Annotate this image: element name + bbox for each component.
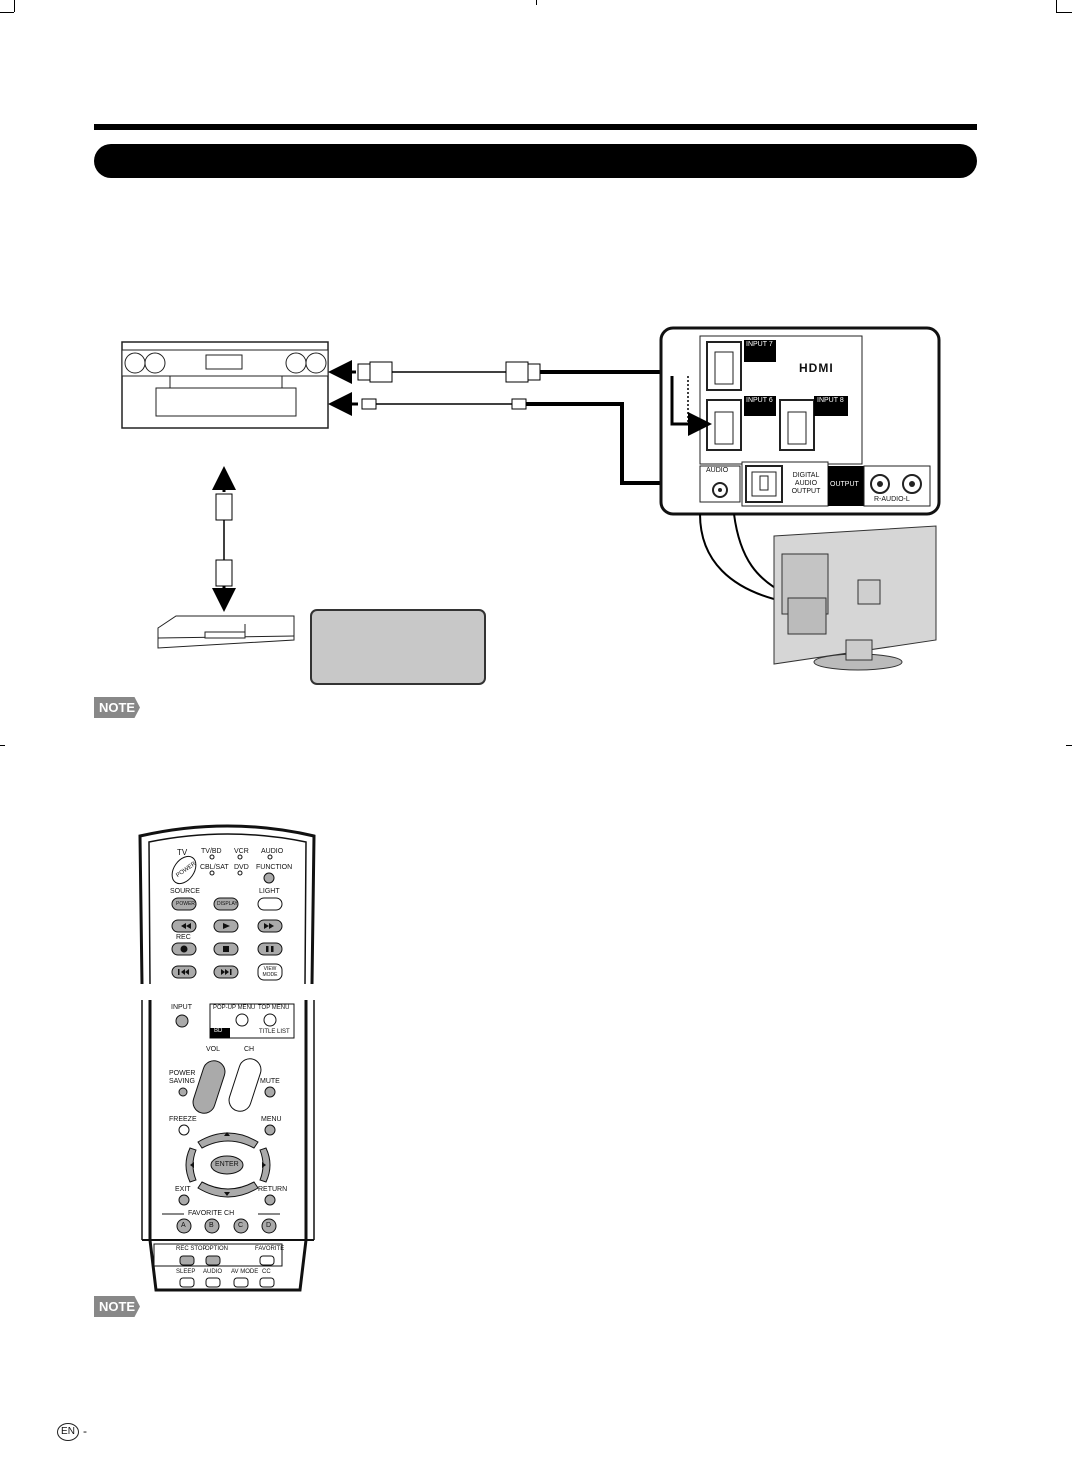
tvbd-label: TV/BD (201, 848, 222, 855)
power-saving-label: POWER SAVING (169, 1070, 196, 1085)
popup-menu-label: POP-UP MENU (213, 1005, 256, 1011)
fav-b-button[interactable]: B (209, 1222, 214, 1229)
hdmi-cable-upper (328, 356, 714, 388)
input6-label: INPUT 6 (746, 397, 773, 404)
function-label: FUNCTION (256, 864, 293, 871)
disc-player-illustration (157, 615, 295, 649)
crop-mark (0, 745, 5, 746)
fav-d-button[interactable]: D (266, 1222, 272, 1229)
hdmi-logo: HDMI (799, 361, 834, 375)
crop-mark (1056, 0, 1057, 12)
note-badge: NOTE (94, 697, 140, 718)
enter-button[interactable]: ENTER (215, 1161, 239, 1168)
rec-label: REC (176, 934, 191, 941)
language-badge: EN (57, 1423, 79, 1441)
tv-label: TV (177, 848, 188, 857)
digital-audio-output-label: DIGITAL AUDIO OUTPUT (791, 472, 821, 495)
fav-c-button[interactable]: C (238, 1222, 244, 1229)
remote-top-illustration (138, 824, 316, 985)
mute-label: MUTE (260, 1078, 280, 1085)
exit-label: EXIT (175, 1186, 191, 1193)
top-menu-label: TOP MENU (258, 1005, 290, 1011)
hdmi-cable-vertical (212, 466, 236, 612)
av-mode-label: AV MODE (231, 1269, 259, 1275)
crop-mark (536, 0, 537, 5)
source-label: SOURCE (170, 888, 200, 895)
connection-diagram (121, 326, 941, 671)
return-label: RETURN (258, 1186, 288, 1193)
favorite-ch-label: FAVORITE CH (188, 1210, 235, 1217)
crop-mark (1066, 745, 1072, 746)
source-power-button[interactable]: POWER (176, 901, 195, 907)
title-list-label: TITLE LIST (259, 1029, 290, 1035)
option-label: OPTION (205, 1246, 229, 1252)
menu-label: MENU (261, 1116, 282, 1123)
crop-mark (14, 0, 15, 12)
input-label: INPUT (171, 1004, 192, 1011)
audio-button-label: AUDIO (203, 1269, 223, 1275)
r-audio-l-label: R-AUDIO-L (874, 496, 910, 503)
input8-label: INPUT 8 (817, 397, 844, 404)
dvd-label: DVD (234, 864, 249, 871)
remote-bottom-labels: INPUT POP-UP MENU TOP MENU BD TITLE LIST… (138, 1000, 318, 1292)
page-number-dash: - (83, 1424, 87, 1438)
av-receiver-illustration (121, 341, 329, 429)
audio-label: AUDIO (706, 467, 729, 474)
tv-rear-illustration (773, 525, 937, 671)
tv-power-button[interactable]: POWER (175, 861, 198, 879)
output-label: OUTPUT (830, 481, 859, 488)
input7-label: INPUT 7 (746, 341, 773, 348)
header-rule (94, 124, 977, 130)
rec-stop-label: REC STOP (176, 1246, 207, 1252)
vol-label: VOL (206, 1046, 221, 1053)
favorite-label: FAVORITE (255, 1246, 285, 1252)
view-mode-button[interactable]: VIEW MODE (262, 966, 278, 978)
light-label: LIGHT (259, 888, 280, 895)
section-title-bar (94, 144, 977, 178)
freeze-label: FREEZE (169, 1116, 197, 1123)
ch-label: CH (244, 1046, 255, 1053)
tv-terminal-panel (659, 326, 941, 603)
crop-mark (1056, 12, 1072, 13)
note-badge: NOTE (94, 1296, 140, 1317)
callout-box (310, 609, 486, 685)
cc-label: CC (262, 1269, 271, 1275)
cblsat-label: CBL/SAT (200, 864, 229, 871)
sleep-label: SLEEP (176, 1269, 196, 1275)
display-button[interactable]: DISPLAY (217, 901, 238, 907)
vcr-label: VCR (234, 848, 249, 855)
audio-mode-label: AUDIO (261, 848, 284, 855)
remote-bottom-illustration (141, 1000, 315, 1292)
fav-a-button[interactable]: A (181, 1222, 186, 1229)
crop-mark (0, 12, 14, 13)
remote-top-labels: TV TV/BD VCR AUDIO CBL/SAT DVD FUNCTION … (138, 822, 318, 986)
bd-label: BD (214, 1028, 223, 1034)
